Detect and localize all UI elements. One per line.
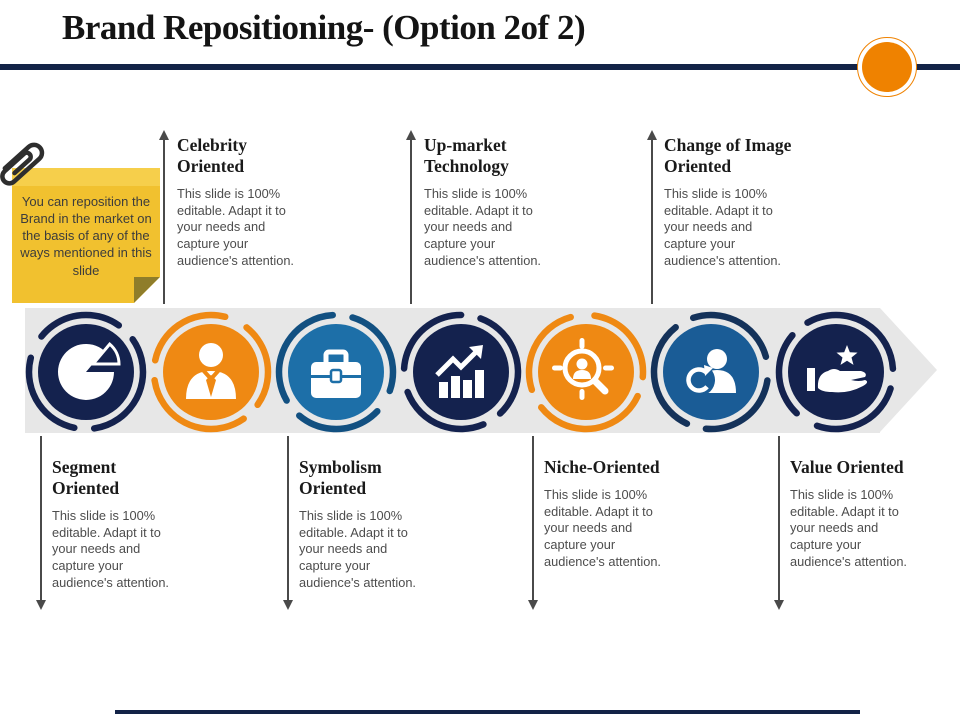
pie-chart-icon [25,311,147,433]
item-body: This slide is 100% editable. Adapt it to… [424,186,541,268]
up-arrow-icon [647,130,657,140]
step-value-oriented [773,309,899,435]
bottom-connector-line [532,436,534,602]
up-arrow-icon [159,130,169,140]
item-body: This slide is 100% editable. Adapt it to… [790,487,907,569]
bottom-item-niche-oriented: Niche-Oriented This slide is 100% editab… [544,457,666,570]
step-celebrity-oriented [148,309,274,435]
item-title: Change of Image Oriented [664,135,792,176]
briefcase-icon [275,311,397,433]
item-title: Niche-Oriented [544,457,660,477]
page-title: Brand Repositioning- (Option 2of 2) [62,8,586,47]
step-segment-oriented [23,309,149,435]
step-niche-oriented [523,309,649,435]
item-body: This slide is 100% editable. Adapt it to… [177,186,294,268]
item-body: This slide is 100% editable. Adapt it to… [52,508,169,590]
bottom-item-value-oriented: Value Oriented This slide is 100% editab… [790,457,912,570]
top-item-change-of-image: Change of Image Oriented This slide is 1… [664,135,800,269]
bottom-item-symbolism-oriented: Symbolism Oriented This slide is 100% ed… [299,457,421,591]
growth-chart-icon [400,311,522,433]
footer-rule [115,710,860,714]
sticky-note-top-strip [12,168,160,186]
sticky-note-text: You can reposition the Brand in the mark… [20,194,152,278]
top-connector-line [163,140,165,304]
top-item-up-market-technology: Up-market Technology This slide is 100% … [424,135,546,269]
top-connector-line [410,140,412,304]
sticky-note-fold-corner [134,277,160,303]
item-title: Up-market Technology [424,135,509,176]
down-arrow-icon [283,600,293,610]
bottom-connector-line [287,436,289,602]
down-arrow-icon [528,600,538,610]
step-symbolism-oriented [273,309,399,435]
bottom-item-segment-oriented: Segment Oriented This slide is 100% edit… [52,457,174,591]
hand-star-icon [775,311,897,433]
sticky-note: You can reposition the Brand in the mark… [12,168,160,303]
header-rule [0,64,960,70]
businessman-icon [150,311,272,433]
bottom-connector-line [778,436,780,602]
customer-refresh-icon [650,311,772,433]
up-arrow-icon [406,130,416,140]
down-arrow-icon [774,600,784,610]
bottom-connector-line [40,436,42,602]
process-band-arrow-tip [880,308,937,432]
item-title: Symbolism Oriented [299,457,382,498]
item-body: This slide is 100% editable. Adapt it to… [664,186,781,268]
top-item-celebrity-oriented: Celebrity Oriented This slide is 100% ed… [177,135,299,269]
item-body: This slide is 100% editable. Adapt it to… [544,487,661,569]
audience-search-icon [525,311,647,433]
item-title: Celebrity Oriented [177,135,247,176]
paperclip-icon [0,128,60,202]
item-body: This slide is 100% editable. Adapt it to… [299,508,416,590]
step-change-of-image [648,309,774,435]
step-up-market-technology [398,309,524,435]
down-arrow-icon [36,600,46,610]
item-title: Value Oriented [790,457,904,477]
top-connector-line [651,140,653,304]
item-title: Segment Oriented [52,457,120,498]
header-accent-dot [862,42,912,92]
